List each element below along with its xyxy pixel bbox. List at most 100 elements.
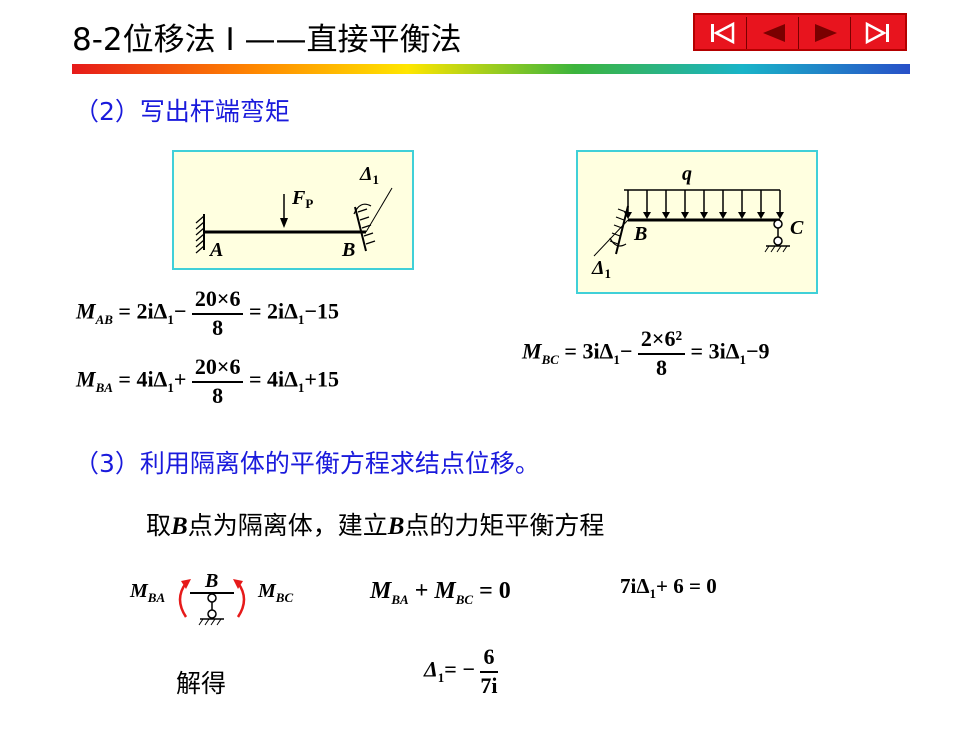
eq-subscript: 1	[649, 586, 657, 602]
title-underline	[72, 64, 910, 74]
delta-subscript: 1	[373, 172, 380, 187]
svg-text:Δ1: Δ1	[359, 163, 379, 187]
load-intensity-label: q	[682, 163, 692, 185]
node-c-label: C	[790, 217, 804, 239]
node-b-label: B	[204, 570, 218, 592]
eq-operator: +	[173, 366, 187, 392]
fraction-numerator: 6	[480, 644, 498, 673]
fraction-denominator: 8	[655, 355, 667, 380]
eq-subscript: BC	[541, 351, 559, 367]
delta-label: Δ	[591, 257, 605, 279]
instr-text: 取	[146, 511, 172, 540]
eq-constant: −9	[746, 338, 770, 364]
moment-bc-label: MBC	[258, 580, 293, 606]
eq-operator: −	[173, 298, 187, 324]
node-a-label: A	[208, 239, 223, 261]
eq-symbol: M	[370, 578, 392, 604]
node-b-label: B	[341, 239, 355, 261]
eq-term: = 2iΔ	[118, 298, 168, 324]
equilibrium-equation: MBA + MBC = 0	[370, 578, 511, 608]
instr-node: B	[387, 513, 405, 540]
eq-symbol: M	[522, 338, 542, 364]
beam-ab-figure: FP Δ1 A B	[172, 150, 414, 270]
instr-text: 点的力矩平衡方程	[404, 511, 605, 540]
moment-ba-label: MBA	[130, 580, 165, 606]
eq-symbol: M	[434, 578, 456, 604]
previous-page-button[interactable]	[749, 17, 799, 49]
instr-node: B	[171, 513, 188, 540]
eq-subscript: 1	[167, 379, 174, 395]
eq-symbol: Δ	[424, 656, 438, 682]
load-subscript: P	[305, 196, 313, 211]
eq-subscript: 1	[613, 351, 620, 367]
eq-subscript: BA	[147, 590, 166, 605]
eq-term: = 4iΔ	[118, 366, 168, 392]
eq-term: = 3iΔ	[690, 338, 740, 364]
first-page-button[interactable]	[697, 17, 747, 49]
fraction-denominator: 8	[212, 315, 224, 340]
triangle-left-icon	[763, 24, 785, 42]
eq-operator: −	[619, 338, 633, 364]
instruction-text: 取B点为隔离体，建立B点的力矩平衡方程	[146, 506, 604, 542]
node-b-label: B	[633, 223, 647, 245]
eq-subscript: 1	[297, 311, 305, 327]
fraction-numerator: 20×6	[191, 354, 244, 383]
eq-symbol: M	[130, 580, 148, 602]
eq-term: = 3iΔ	[564, 338, 614, 364]
page-title: 8-2位移法 I ——直接平衡法	[72, 22, 462, 58]
svg-text:Δ1: Δ1	[591, 257, 611, 281]
slide-navigation	[693, 13, 907, 51]
eq-symbol: M	[76, 298, 96, 324]
eq-term: = 0	[479, 578, 511, 604]
eq-constant: −15	[304, 298, 339, 324]
eq-subscript: BA	[391, 591, 409, 607]
skip-forward-icon	[865, 21, 889, 45]
last-page-button[interactable]	[853, 17, 903, 49]
eq-term: 7iΔ	[620, 574, 650, 598]
eq-subscript: 1	[437, 669, 445, 685]
beam-bc-diagram: q B C Δ1	[591, 163, 804, 281]
eq-subscript: BA	[95, 379, 113, 395]
svg-text:FP: FP	[291, 187, 313, 211]
fraction-denominator: 7i	[480, 673, 498, 698]
delta-label: Δ	[359, 163, 373, 185]
linear-equation: 7iΔ1+ 6 = 0	[620, 574, 717, 602]
fraction-numerator: 20×6	[191, 286, 244, 315]
beam-ab-diagram: FP Δ1 A B	[195, 163, 393, 261]
eq-operator: +	[414, 578, 429, 604]
eq-constant: +15	[304, 366, 339, 392]
next-page-button[interactable]	[801, 17, 851, 49]
step2-heading: （2）写出杆端弯矩	[74, 97, 290, 126]
eq-subscript: 1	[739, 351, 747, 367]
node-b-free-body: B	[178, 570, 246, 626]
fraction-denominator: 8	[212, 383, 224, 408]
beam-bc-figure: q B C Δ1	[576, 150, 818, 294]
step3-heading: （3）利用隔离体的平衡方程求结点位移。	[74, 449, 540, 478]
eq-subscript: 1	[167, 311, 174, 327]
triangle-right-icon	[815, 24, 837, 42]
delta-subscript: 1	[605, 266, 612, 281]
fraction-numerator: 2×6²	[637, 326, 686, 355]
eq-subscript: BC	[455, 591, 474, 607]
eq-term: = 2iΔ	[248, 298, 298, 324]
eq-term: + 6 = 0	[656, 574, 717, 598]
eq-operator: = −	[444, 656, 475, 682]
load-label: F	[291, 187, 306, 209]
instr-text: 点为隔离体，建立	[187, 511, 388, 540]
eq-subscript: AB	[95, 311, 113, 327]
eq-subscript: BC	[275, 590, 294, 605]
eq-symbol: M	[76, 366, 96, 392]
eq-term: = 4iΔ	[248, 366, 298, 392]
skip-back-icon	[711, 21, 735, 45]
solve-label: 解得	[176, 669, 227, 698]
eq-symbol: M	[258, 580, 276, 602]
eq-subscript: 1	[297, 379, 305, 395]
